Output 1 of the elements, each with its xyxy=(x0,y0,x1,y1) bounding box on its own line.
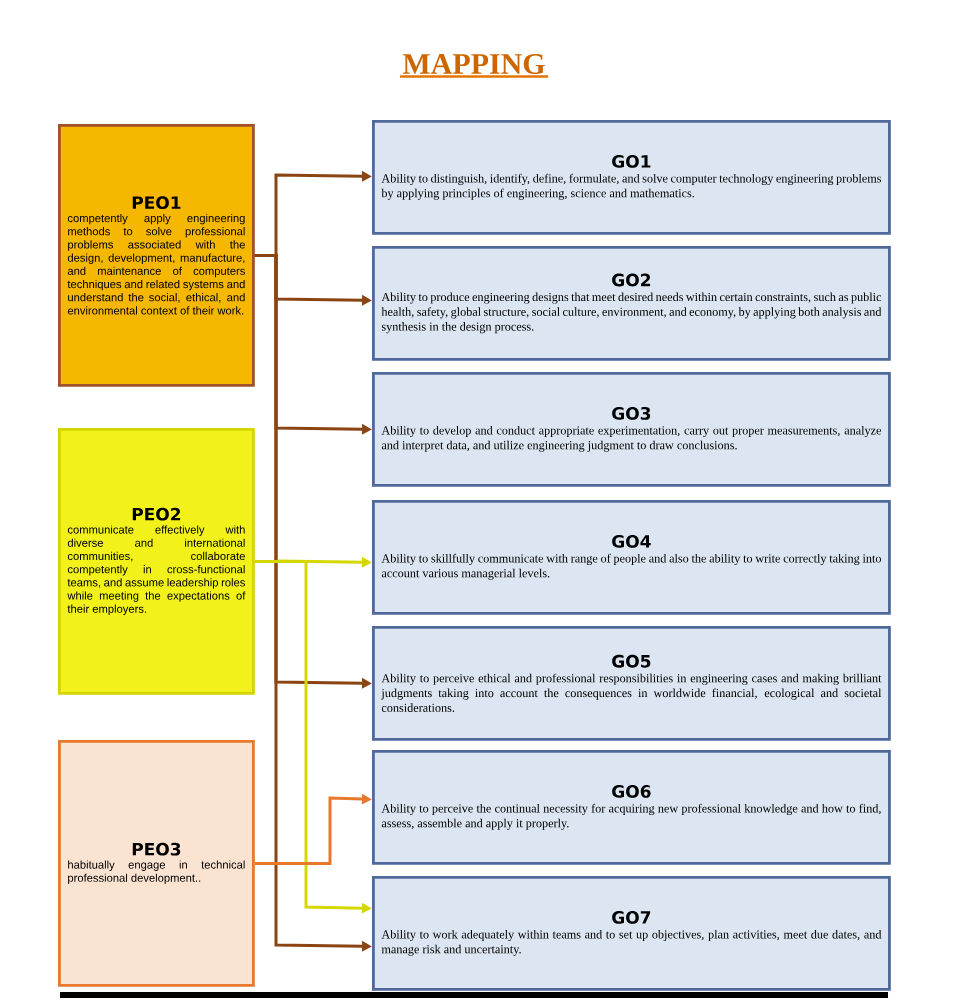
title: MAPPING xyxy=(399,53,549,78)
